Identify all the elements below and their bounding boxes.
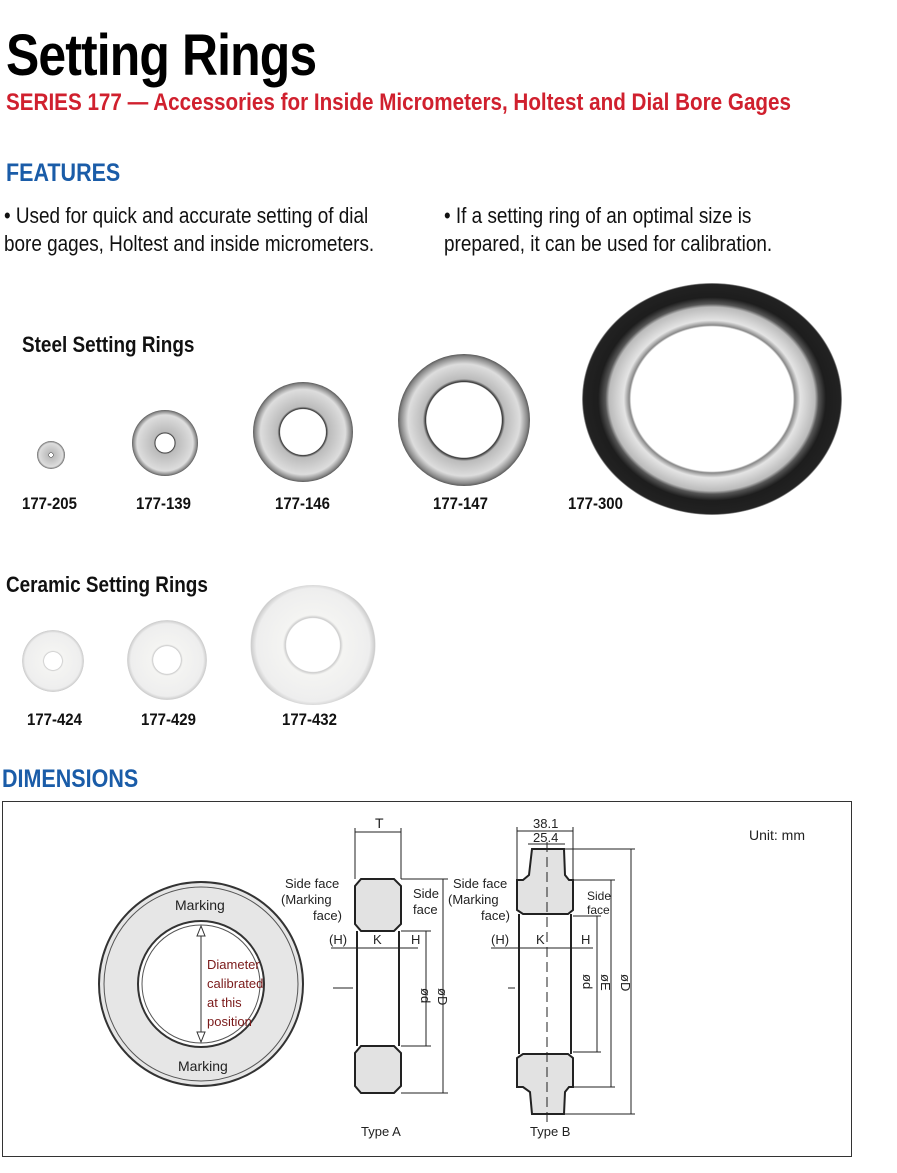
dim-d: ød <box>418 988 433 1003</box>
dim-38-1: 38.1 <box>533 816 558 831</box>
unit-label: Unit: mm <box>749 827 805 843</box>
model-label: 177-300 <box>568 494 623 513</box>
svg-text:face: face <box>413 902 438 917</box>
type-b-side-face-marking-label: Side face (Marking face) <box>448 876 510 923</box>
model-label: 177-139 <box>136 494 191 513</box>
marking-top-label: Marking <box>175 897 225 913</box>
feature-text: Used for quick and accurate setting of d… <box>4 203 375 256</box>
steel-rings-heading: Steel Setting Rings <box>22 332 195 357</box>
feature-item: • Used for quick and accurate setting of… <box>4 203 375 256</box>
svg-text:(Marking: (Marking <box>448 892 499 907</box>
ring-image-177-139 <box>132 410 198 476</box>
svg-text:face): face) <box>313 908 342 923</box>
type-a-side-face-marking-label: Side face (Marking face) <box>281 876 342 923</box>
svg-text:(Marking: (Marking <box>281 892 332 907</box>
page-subtitle: SERIES 177 — Accessories for Inside Micr… <box>6 89 791 116</box>
model-label: 177-432 <box>282 710 337 729</box>
ring-image-177-146 <box>253 382 353 482</box>
features-heading: FEATURES <box>6 159 121 187</box>
page-title: Setting Rings <box>6 23 317 88</box>
model-label: 177-424 <box>27 710 82 729</box>
ceramic-rings-heading: Ceramic Setting Rings <box>6 572 208 597</box>
ring-image-177-205 <box>37 441 65 469</box>
dim-H: H <box>411 932 420 947</box>
ring-image-177-424 <box>22 630 84 692</box>
svg-text:Side: Side <box>587 889 611 903</box>
dim-H: H <box>581 932 590 947</box>
marking-bottom-label: Marking <box>178 1058 228 1074</box>
feature-item: • If a setting ring of an optimal size i… <box>444 203 773 256</box>
ring-front-view <box>98 881 304 1087</box>
type-a-side-face-label: Side face <box>413 886 439 917</box>
svg-text:Side face: Side face <box>285 876 339 891</box>
svg-text:Side face: Side face <box>453 876 507 891</box>
type-a-label: Type A <box>361 1124 401 1139</box>
type-b-side-face-label: Side face <box>587 889 611 917</box>
type-a-section <box>331 828 448 1094</box>
diameter-note: Diameter calibrated at this position <box>207 957 263 1029</box>
svg-text:position: position <box>207 1014 252 1029</box>
ring-image-177-429 <box>127 620 207 700</box>
dim-D: øD <box>618 974 633 991</box>
type-b-label: Type B <box>530 1124 570 1139</box>
dim-H-paren: (H) <box>491 932 509 947</box>
svg-text:face: face <box>587 903 610 917</box>
dim-K: K <box>536 932 545 947</box>
ring-image-177-432 <box>248 585 378 705</box>
svg-text:Side: Side <box>413 886 439 901</box>
feature-text: If a setting ring of an optimal size is … <box>444 203 773 256</box>
type-b-section <box>491 827 635 1122</box>
dim-T: T <box>375 815 384 831</box>
dim-K: K <box>373 932 382 947</box>
dim-25-4: 25.4 <box>533 830 558 845</box>
svg-text:at this: at this <box>207 995 242 1010</box>
dim-H-paren: (H) <box>329 932 347 947</box>
model-label: 177-429 <box>141 710 196 729</box>
dimensions-diagram: Unit: mm Marking Marking Diameter calibr… <box>2 801 852 1157</box>
svg-text:Diameter: Diameter <box>207 957 260 972</box>
model-label: 177-146 <box>275 494 330 513</box>
ring-image-177-147 <box>398 354 530 486</box>
dim-E: øE <box>598 974 613 991</box>
ring-image-177-300 <box>582 283 842 515</box>
svg-text:face): face) <box>481 908 510 923</box>
model-label: 177-147 <box>433 494 488 513</box>
dim-D: øD <box>435 988 450 1005</box>
dim-d: ød <box>580 974 595 989</box>
dimensions-heading: DIMENSIONS <box>2 765 139 793</box>
svg-text:calibrated: calibrated <box>207 976 263 991</box>
model-label: 177-205 <box>22 494 77 513</box>
